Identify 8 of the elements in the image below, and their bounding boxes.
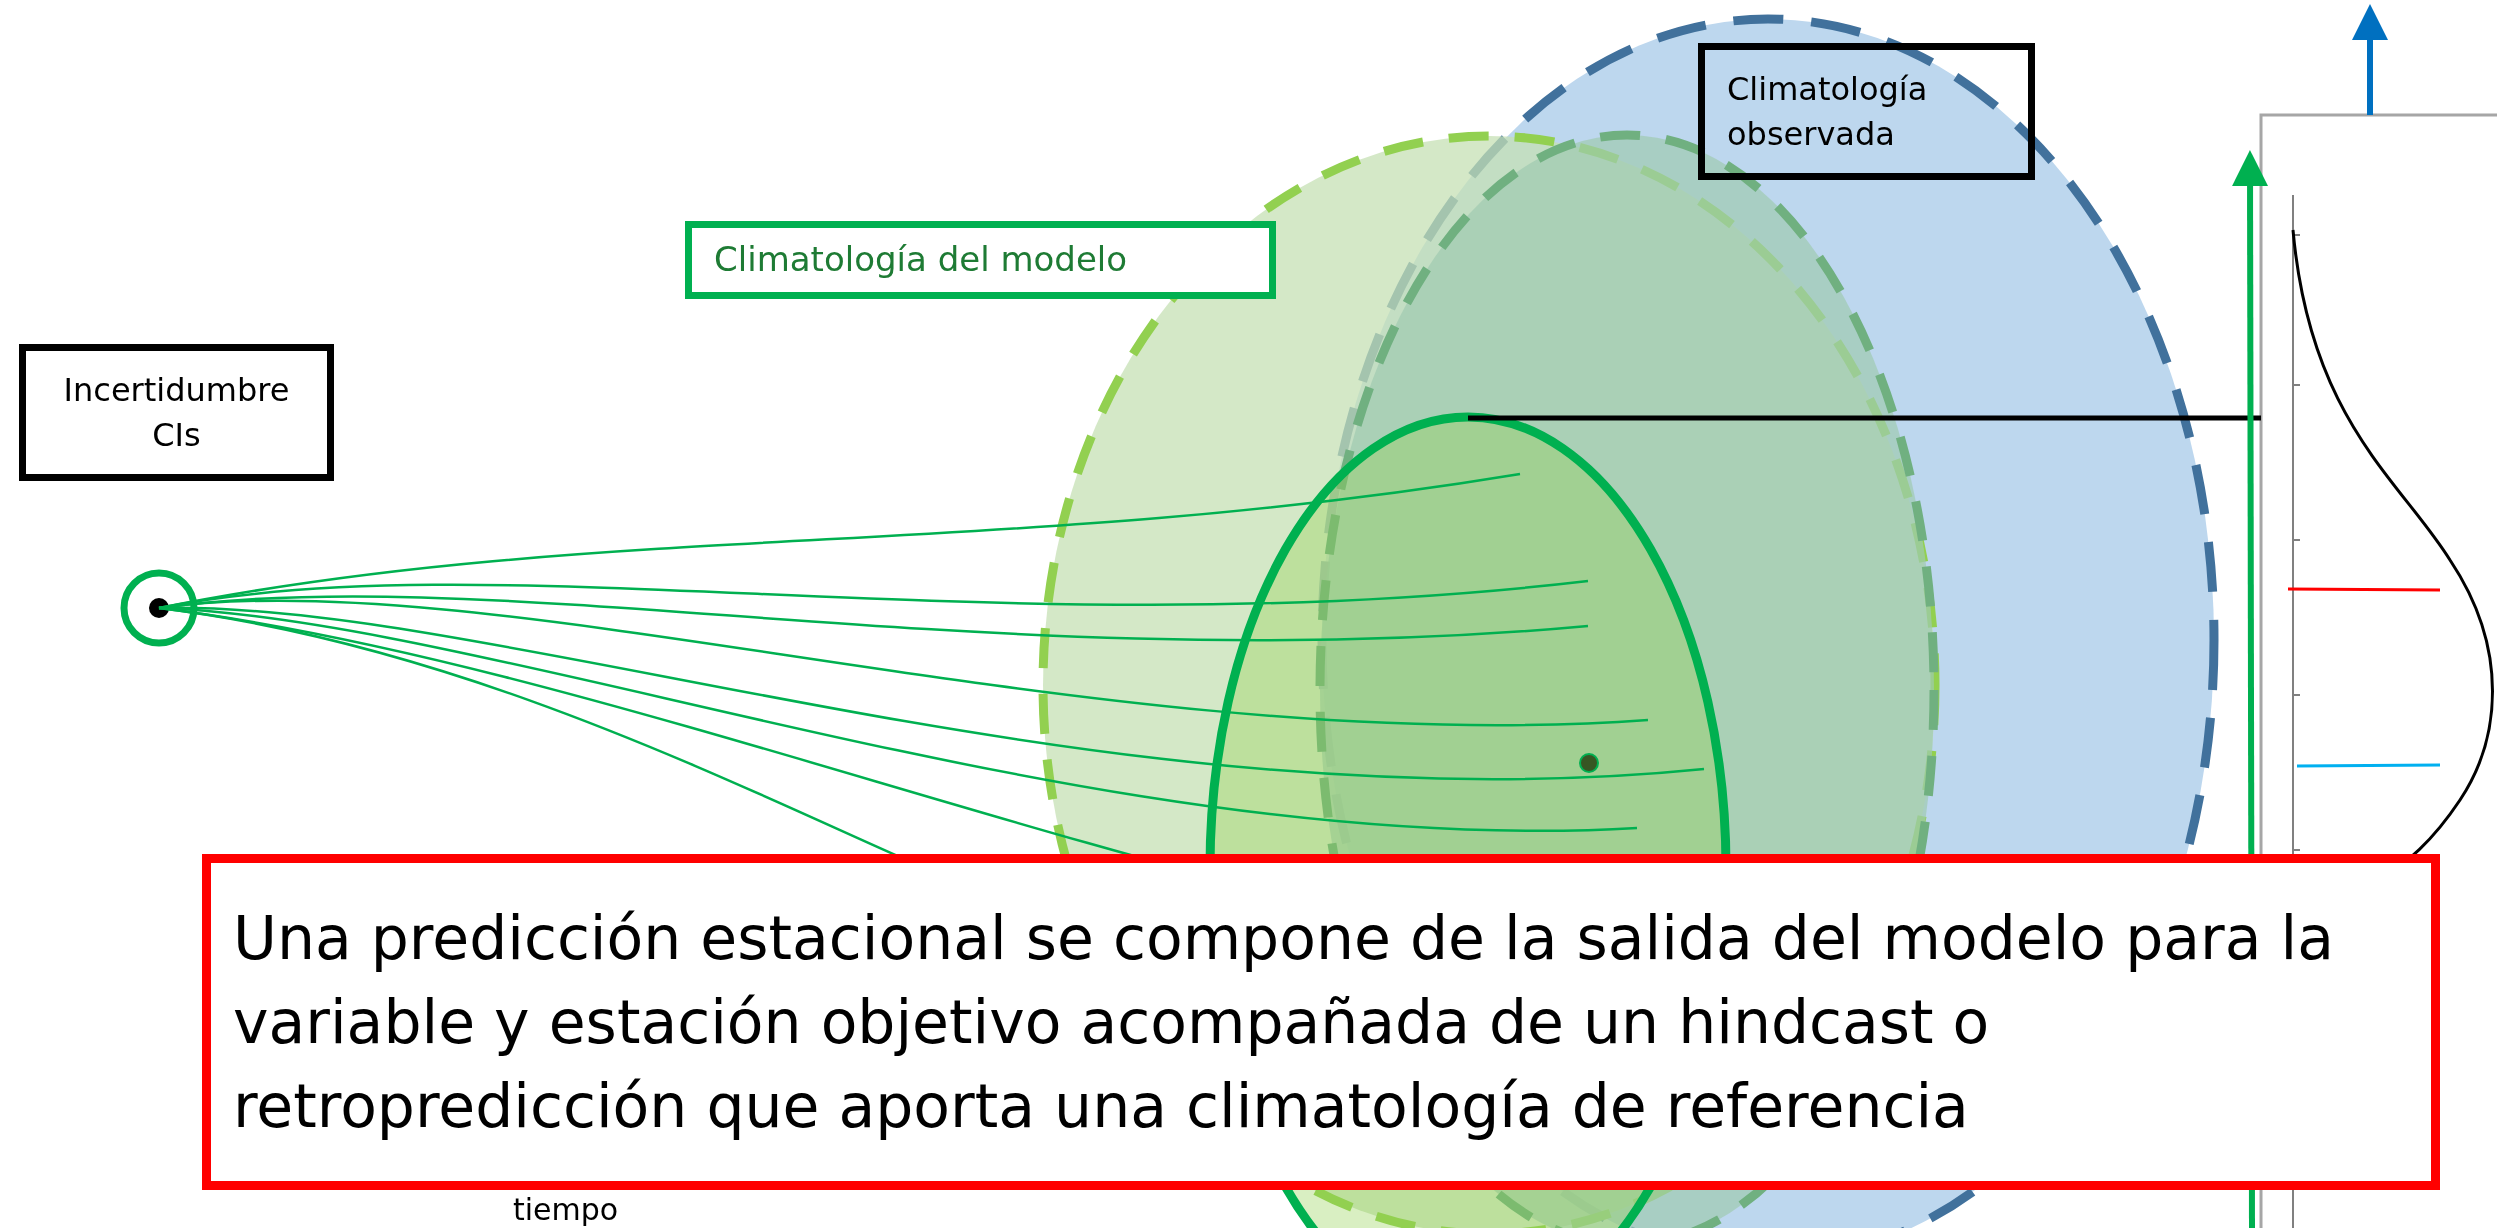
box-text: Climatología del modelo: [714, 238, 1128, 282]
axis-label: tiempo: [513, 1192, 619, 1227]
model-climatology-label-box: [685, 221, 1276, 299]
box-text: Climatología observada: [1727, 68, 1929, 155]
observed-climatology-label-box: [1698, 43, 2035, 180]
box-text: Una predicción estacional se compone de la salida del modelo para la variable y estación objetivo acompañada de un hindcast o retropredicción que aporta una climatología de referencia: [233, 902, 2335, 1143]
box-text: Incertidumbre CIs: [62, 369, 291, 456]
initial-conditions-label-box: [19, 344, 334, 481]
